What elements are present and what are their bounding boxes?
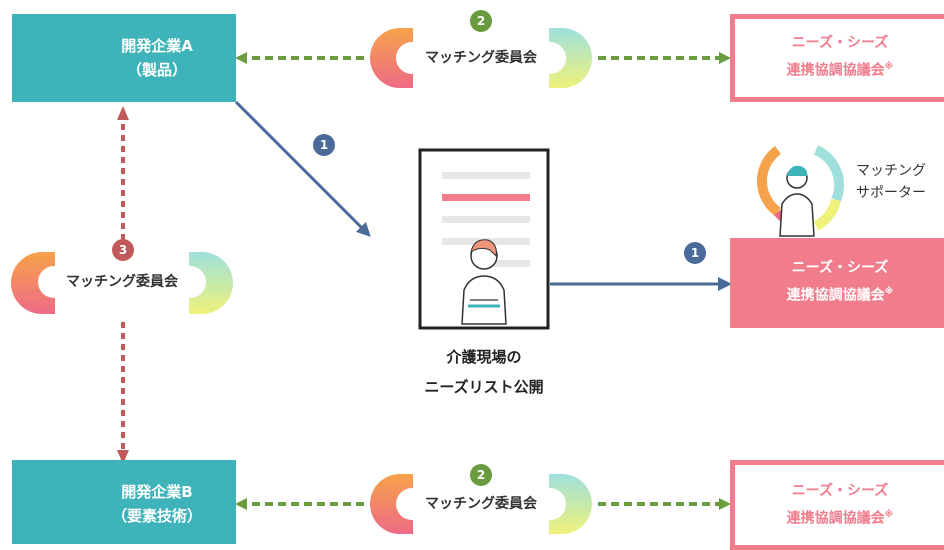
committee-pill-top: マッチング委員会 [396, 42, 566, 74]
council-mid-line1: ニーズ・シーズ [791, 260, 889, 276]
step-badge-3: 3 [112, 239, 134, 261]
council-mid-name: 連携協調協議会 [786, 287, 885, 304]
magnet-bottom [370, 474, 592, 534]
step-badge-1-right: 1 [684, 242, 706, 264]
magnet-top [370, 28, 592, 88]
needs-list-caption: 介護現場の ニーズリスト公開 [384, 342, 584, 402]
blue-arrow-diagonal [234, 100, 371, 237]
council-bot-line2: 連携協調協議会※ [735, 503, 944, 531]
step-badge-2-bottom: 2 [470, 464, 492, 486]
company-a-box: 開発企業A （製品） [12, 14, 236, 102]
council-box-top: ニーズ・シーズ 連携協調協議会※ [730, 14, 944, 102]
council-bot-name: 連携協調協議会 [786, 510, 885, 527]
supporter-label: マッチング サポーター [856, 160, 942, 204]
supporter-line1: マッチング [856, 163, 926, 179]
council-box-middle: ニーズ・シーズ 連携協調協議会※ [730, 238, 944, 328]
committee-pill-left: マッチング委員会 [38, 266, 206, 298]
company-a-line1: 開発企業A [121, 37, 193, 55]
step-badge-2-top: 2 [470, 10, 492, 32]
caregiver-figure [461, 239, 507, 325]
step-badge-1-diagonal: 1 [313, 134, 335, 156]
council-box-bottom: ニーズ・シーズ 連携協調協議会※ [730, 460, 944, 550]
caption-line2: ニーズリスト公開 [424, 378, 544, 396]
council-top-name: 連携協調協議会 [786, 62, 885, 79]
council-mid-mark: ※ [884, 287, 894, 297]
company-b-line2: （要素技術） [111, 507, 202, 525]
company-b-line1: 開発企業B [121, 483, 193, 501]
magnet-left [11, 252, 233, 314]
committee-pill-bottom: マッチング委員会 [396, 488, 566, 520]
council-top-mark: ※ [884, 62, 894, 72]
council-top-line2: 連携協調協議会※ [735, 55, 944, 83]
council-top-line1: ニーズ・シーズ [791, 35, 889, 51]
supporter-figure [779, 165, 815, 237]
caption-line1: 介護現場の [446, 348, 522, 366]
council-bot-mark: ※ [884, 510, 894, 520]
council-mid-line2: 連携協調協議会※ [730, 280, 944, 308]
company-a-line2: （製品） [126, 61, 187, 79]
company-b-box: 開発企業B （要素技術） [12, 460, 236, 544]
council-bot-line1: ニーズ・シーズ [791, 483, 889, 499]
supporter-line2: サポーター [856, 185, 926, 201]
